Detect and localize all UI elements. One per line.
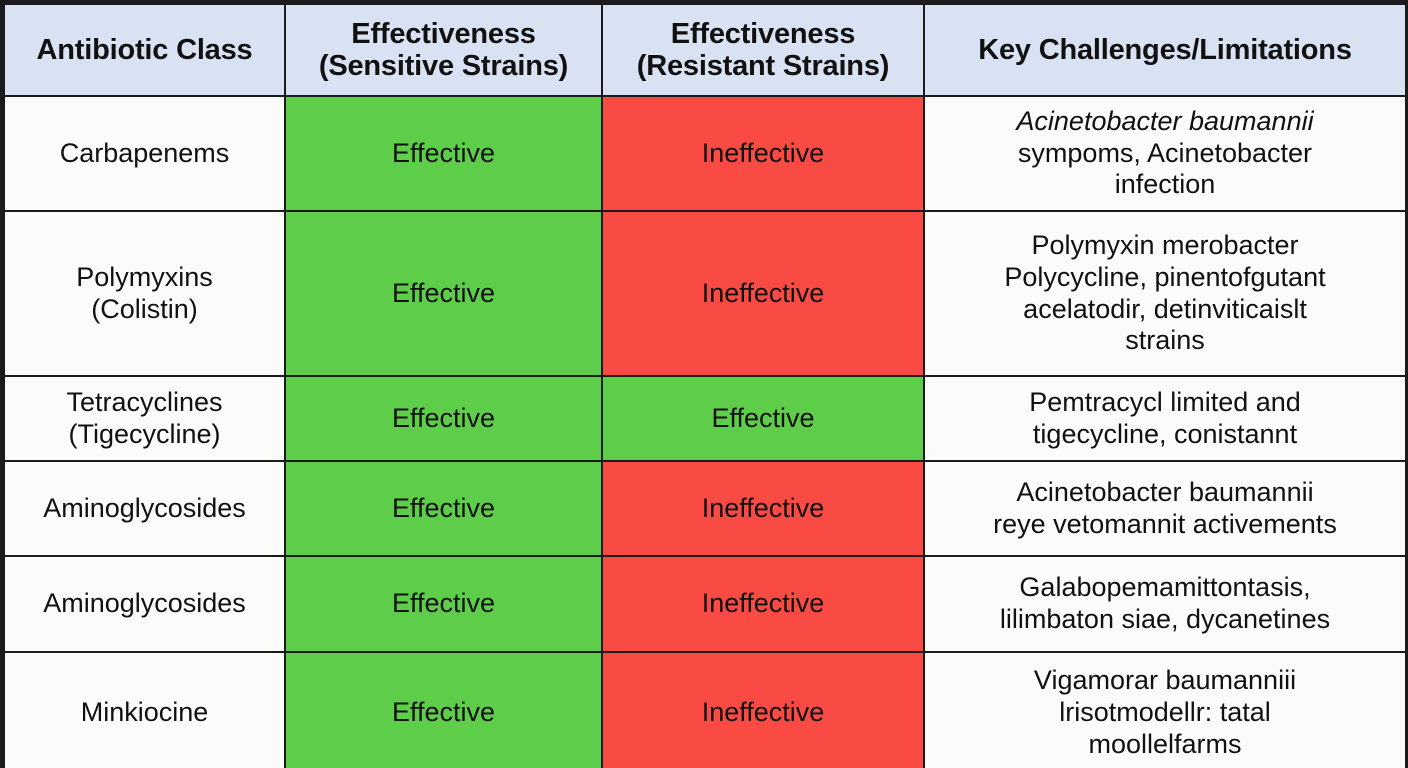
cell-key-challenges: Polymyxin merobacter Polycycline, pinent… [923,210,1405,377]
effectiveness-label: Effective [391,277,496,308]
effectiveness-label: Ineffective [701,588,825,619]
cell-effectiveness-sensitive: Effective [284,651,603,768]
cell-antibiotic-class: Aminoglycosides [3,555,286,653]
cell-effectiveness-sensitive: Effective [284,460,603,557]
challenge-line: reye vetomannit activements [993,508,1337,539]
challenge-line: Pemtracycl limited and [1029,386,1301,417]
cell-key-challenges: Pemtracycl limited and tigecycline, coni… [923,375,1405,462]
table-header-row: Antibiotic Class Effectiveness (Sensitiv… [3,3,1405,97]
column-header-effectiveness-sensitive: Effectiveness (Sensitive Strains) [284,3,603,97]
effectiveness-label: Effective [391,402,496,433]
challenge-line: strains [1125,325,1205,356]
challenge-line: Vigamorar baumanniii [1033,665,1297,696]
table-row: Aminoglycosides Effective Ineffective Ac… [3,460,1405,557]
effectiveness-label: Ineffective [701,697,825,728]
challenge-line: moollelfarms [1088,728,1242,759]
column-header-antibiotic-class: Antibiotic Class [3,3,286,97]
challenge-line: Polycycline, pinentofgutant [1004,261,1326,292]
cell-antibiotic-class: Tetracyclines (Tigecycline) [3,375,286,462]
column-header-line: Key Challenges/Limitations [978,33,1352,66]
column-header-line: Effectiveness [670,17,856,50]
challenge-line: Acinetobacter baumannii [1016,476,1314,507]
table-row: Aminoglycosides Effective Ineffective Ga… [3,555,1405,653]
column-header-line: Antibiotic Class [36,33,253,66]
column-header-key-challenges: Key Challenges/Limitations [923,3,1405,97]
effectiveness-label: Effective [391,492,496,523]
antibiotic-class-line: Aminoglycosides [43,492,246,523]
cell-effectiveness-sensitive: Effective [284,95,603,212]
table-row: Polymyxins (Colistin) Effective Ineffect… [3,210,1405,377]
column-header-effectiveness-resistant: Effectiveness (Resistant Strains) [601,3,925,97]
cell-effectiveness-sensitive: Effective [284,555,603,653]
challenge-line: lilimbaton siae, dycanetines [999,604,1331,634]
column-header-line: (Resistant Strains) [636,50,890,82]
cell-effectiveness-resistant: Ineffective [601,95,925,212]
effectiveness-label: Effective [711,402,815,433]
cell-key-challenges: Acinetobacter baumannii sympoms, Acineto… [923,95,1405,212]
challenge-line: Polymyxin merobacter [1031,229,1299,260]
challenge-line: sympoms, Acinetobacter [1017,137,1313,168]
table-row: Carbapenems Effective Ineffective Acinet… [3,95,1405,212]
table-row: Minkiocine Effective Ineffective Vigamor… [3,651,1405,768]
antibiotic-class-line: Carbapenems [59,137,230,168]
table-header: Antibiotic Class Effectiveness (Sensitiv… [3,3,1405,97]
column-header-line: (Sensitive Strains) [318,50,569,82]
antibiotic-class-line: Aminoglycosides [43,588,246,619]
challenge-line: lrisotmodellr: tatal [1059,697,1271,728]
challenge-line: infection [1114,169,1216,200]
challenge-line: Acinetobacter baumannii [1016,105,1314,136]
antibiotic-class-line: (Tigecycline) [68,418,221,449]
cell-key-challenges: Galabopemamittontasis, lilimbaton siae, … [923,555,1405,653]
cell-effectiveness-resistant: Ineffective [601,555,925,653]
effectiveness-label: Effective [391,588,496,619]
effectiveness-label: Effective [391,697,496,728]
cell-antibiotic-class: Carbapenems [3,95,286,212]
effectiveness-label: Ineffective [701,137,825,168]
effectiveness-label: Effective [391,137,496,168]
effectiveness-label: Ineffective [701,492,825,523]
table-body: Carbapenems Effective Ineffective Acinet… [3,95,1405,768]
cell-key-challenges: Vigamorar baumanniii lrisotmodellr: tata… [923,651,1405,768]
cell-antibiotic-class: Polymyxins (Colistin) [3,210,286,377]
cell-effectiveness-resistant: Ineffective [601,460,925,557]
challenge-line: tigecycline, conistannt [1032,418,1298,449]
challenge-line: Galabopemamittontasis, [1019,572,1311,603]
antibiotic-class-line: Polymyxins [76,262,213,293]
cell-effectiveness-resistant: Effective [601,375,925,462]
cell-effectiveness-sensitive: Effective [284,375,603,462]
cell-effectiveness-resistant: Ineffective [601,651,925,768]
antibiotic-class-line: (Colistin) [91,293,198,324]
column-header-line: Effectiveness [351,17,536,50]
cell-effectiveness-resistant: Ineffective [601,210,925,377]
cell-effectiveness-sensitive: Effective [284,210,603,377]
antibiotic-class-line: Tetracyclines [66,387,223,418]
antibiotic-effectiveness-table: Antibiotic Class Effectiveness (Sensitiv… [3,3,1405,768]
effectiveness-label: Ineffective [701,277,825,308]
antibiotic-class-line: Minkiocine [80,697,209,728]
challenge-line: acelatodir, detinviticaislt [1023,293,1307,324]
cell-antibiotic-class: Aminoglycosides [3,460,286,557]
cell-key-challenges: Acinetobacter baumannii reye vetomannit … [923,460,1405,557]
table-row: Tetracyclines (Tigecycline) Effective Ef… [3,375,1405,462]
cell-antibiotic-class: Minkiocine [3,651,286,768]
